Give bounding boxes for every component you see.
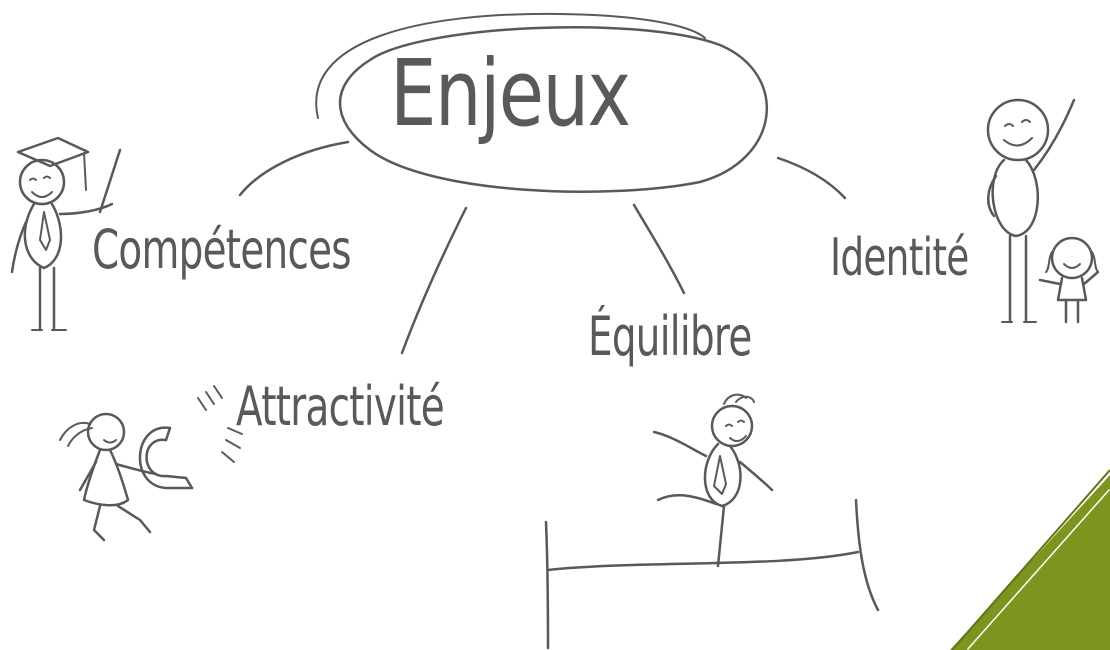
branch-competences: Compétences	[92, 218, 352, 281]
tightrope-walker-icon	[544, 393, 880, 650]
center-title: Enjeux	[390, 40, 631, 147]
connector-identite	[776, 156, 847, 200]
parent-child-icon	[986, 98, 1100, 324]
branch-attractivite: Attractivité	[236, 375, 445, 438]
branch-identite: Identité	[830, 228, 969, 288]
connector-competences	[238, 140, 350, 197]
connectors	[238, 140, 847, 355]
connector-attractivite	[400, 206, 468, 355]
center-ellipse	[315, 12, 769, 193]
graduate-icon	[10, 136, 122, 332]
girl-magnet-icon	[59, 385, 243, 542]
connector-equilibre	[632, 203, 686, 295]
accent-corner	[950, 469, 1110, 650]
branch-equilibre: Équilibre	[588, 305, 752, 368]
